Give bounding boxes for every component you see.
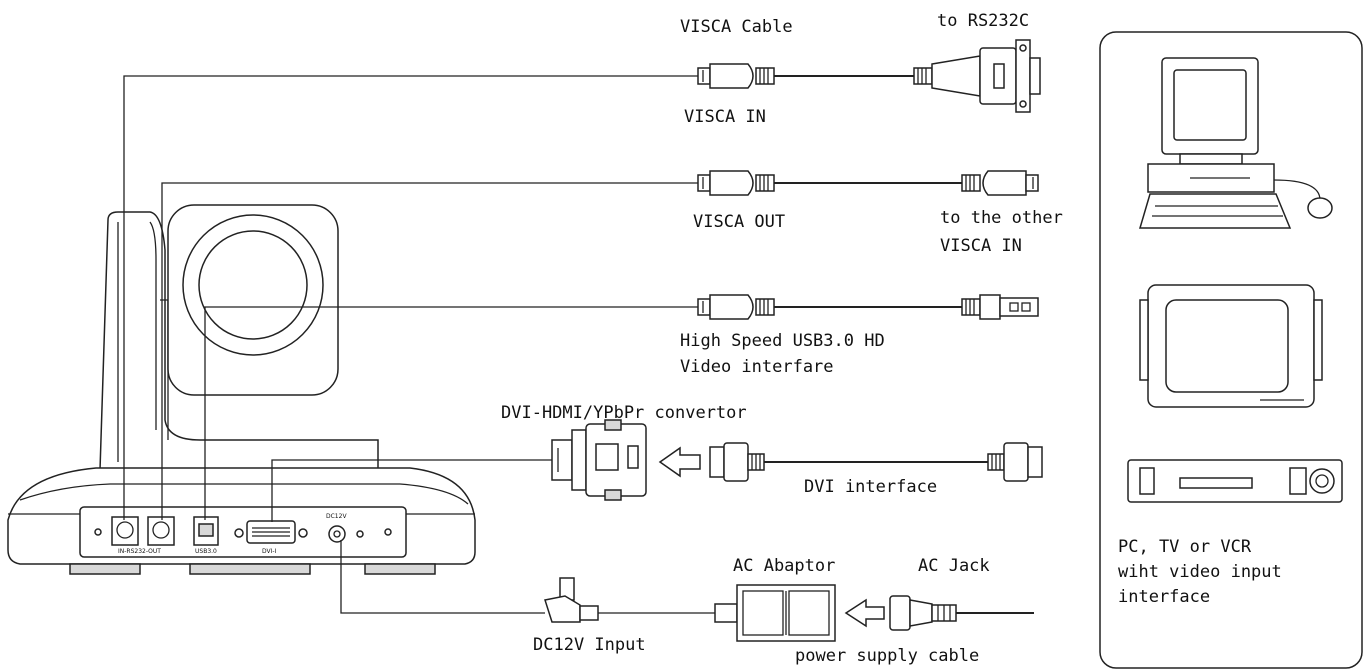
- rs232-out-port: [147, 516, 175, 546]
- visca-out-label: VISCA OUT: [693, 212, 785, 232]
- dvi-cable-row: [709, 442, 1043, 482]
- tv-icon: [1139, 284, 1323, 408]
- ac-plug: [889, 595, 1034, 631]
- usb-cable-row: [697, 294, 1039, 320]
- dc-port-label: DC12V: [326, 513, 347, 520]
- ac-adaptor-box: [714, 584, 836, 642]
- pc-icon: [1138, 57, 1333, 229]
- dc-input-label: DC12V Input: [533, 635, 646, 655]
- power-cable-label: power supply cable: [795, 646, 979, 666]
- power-arrow: [844, 598, 885, 628]
- port-wires: [123, 75, 698, 614]
- to-other-label-line2: VISCA IN: [940, 236, 1022, 256]
- devices-panel: [1099, 31, 1363, 669]
- devices-label-line1: PC, TV or VCR: [1118, 537, 1252, 557]
- to-rs232c-label: to RS232C: [937, 11, 1029, 31]
- dvi-convertor-label: DVI-HDMI/YPbPr convertor: [501, 403, 747, 423]
- dc12v-port: [328, 525, 346, 543]
- dvi-converter: [551, 419, 647, 501]
- ac-adaptor-label: AC Abaptor: [733, 556, 835, 576]
- dc-plug: [544, 577, 715, 623]
- ptz-camera: IN-RS232-OUT USB3.0 DVI-I DC12V: [7, 204, 476, 575]
- dvi-arrow: [658, 446, 701, 478]
- visca-in-label: VISCA IN: [684, 107, 766, 127]
- to-other-label-line1: to the other: [940, 208, 1063, 228]
- usb-label-line1: High Speed USB3.0 HD: [680, 331, 885, 351]
- visca-cable-label: VISCA Cable: [680, 17, 793, 37]
- visca-out-cable-row: [697, 170, 1039, 196]
- usb-port-label: USB3.0: [195, 548, 217, 555]
- dvi-port-label: DVI-I: [262, 548, 277, 555]
- devices-label-line3: interface: [1118, 587, 1210, 607]
- camera-lens-inner: [198, 230, 308, 340]
- rs232-port-label: IN-RS232-OUT: [118, 548, 161, 555]
- usb-label-line2: Video interfare: [680, 357, 834, 377]
- ac-jack-label: AC Jack: [918, 556, 990, 576]
- rs232-in-port: [111, 516, 139, 546]
- visca-cable-row: [697, 39, 1041, 113]
- vcr-icon: [1127, 459, 1343, 503]
- devices-label-line2: wiht video input: [1118, 562, 1282, 582]
- usb3-port: [193, 516, 219, 546]
- dvi-interface-label: DVI interface: [804, 477, 937, 497]
